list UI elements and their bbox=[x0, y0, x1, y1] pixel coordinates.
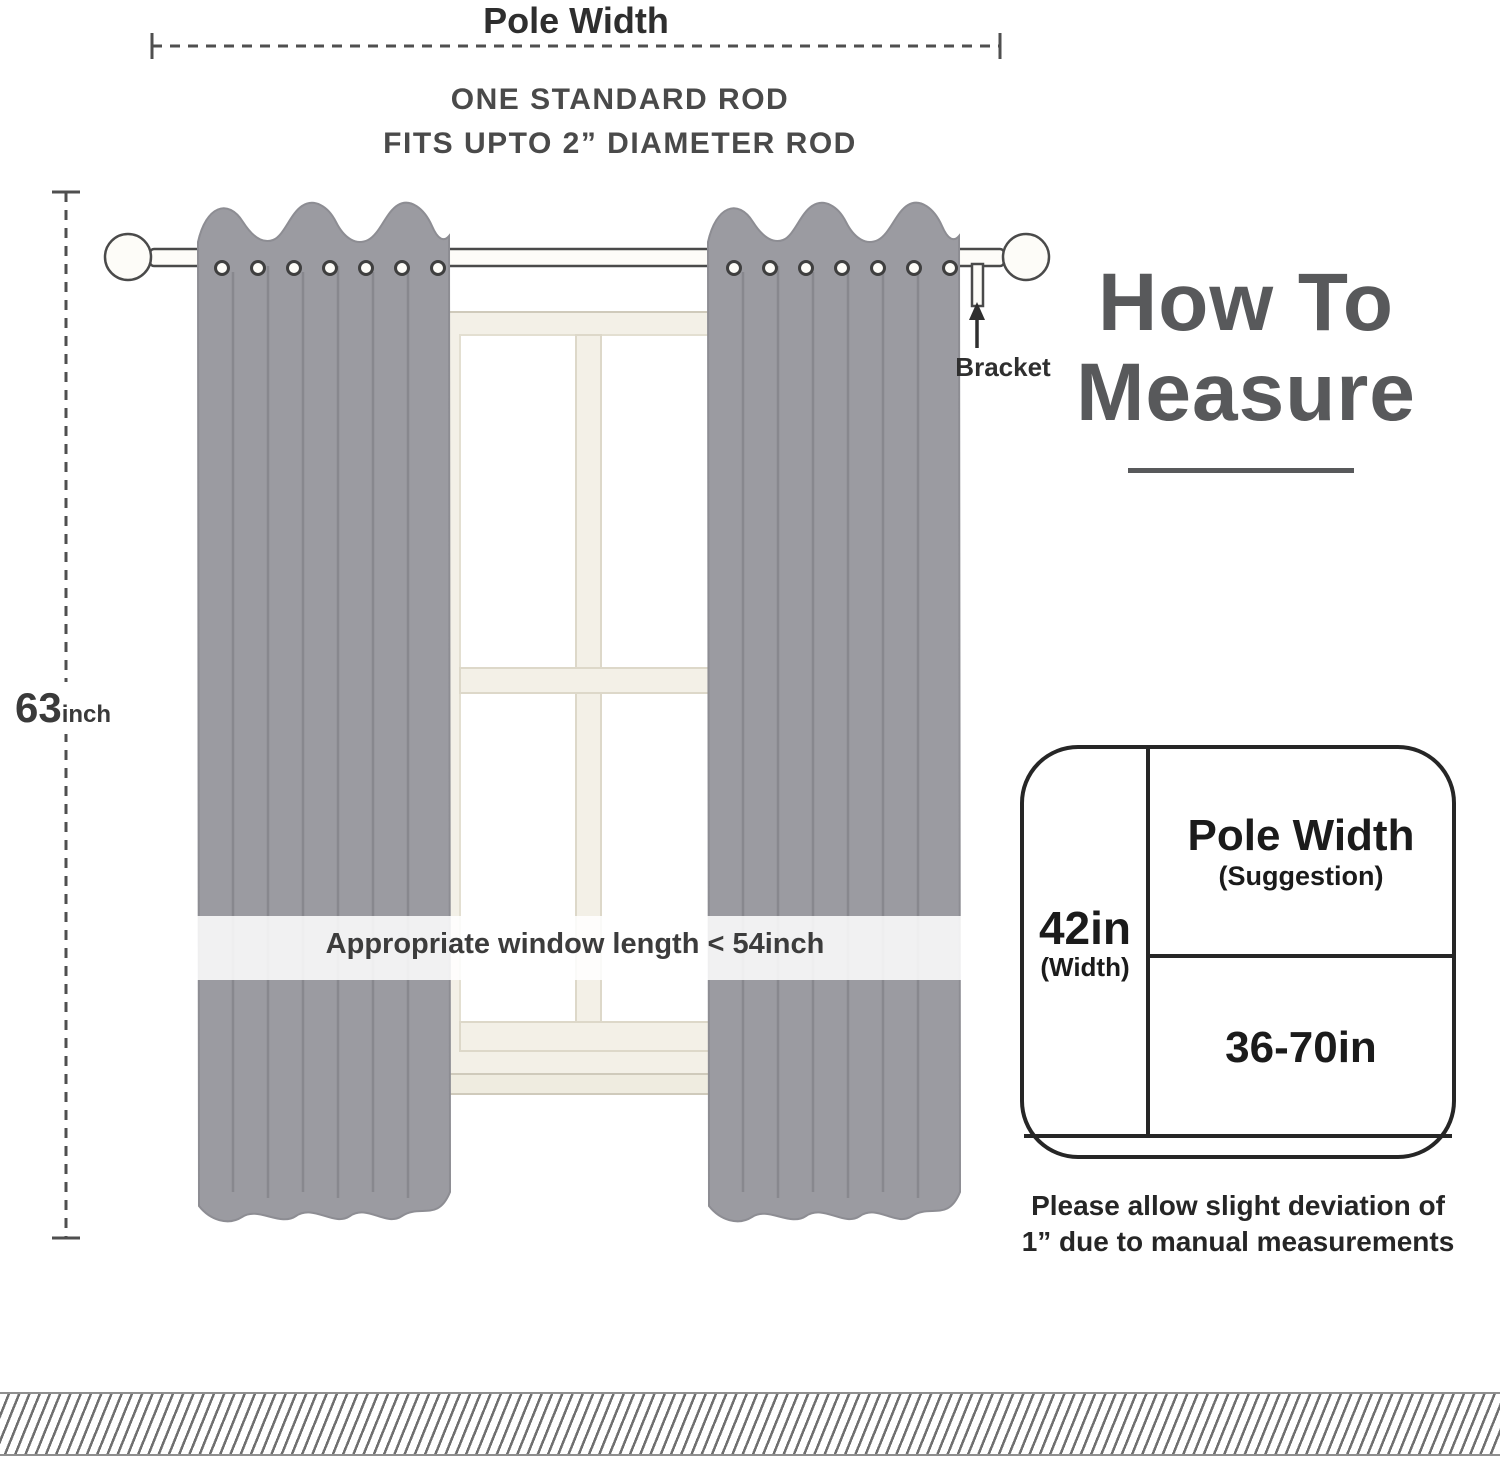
window-mullion-horizontal bbox=[459, 667, 718, 694]
spec-table-horizontal-divider bbox=[1146, 954, 1452, 958]
page-title-line2: Measure bbox=[1076, 347, 1416, 439]
disclaimer-line1: Please allow slight deviation of bbox=[1031, 1190, 1445, 1221]
spec-cell-length-range: 36-70in bbox=[1225, 1023, 1377, 1072]
measurement-disclaimer: Please allow slight deviation of 1” due … bbox=[1012, 1188, 1464, 1261]
pole-width-dimension-line bbox=[150, 33, 1002, 59]
curtain-panel-right bbox=[706, 201, 962, 1223]
curtain-fold-lines-left bbox=[231, 266, 410, 1198]
measurement-spec-table: 42in (Width) Pole Width (Suggestion) 36-… bbox=[1020, 745, 1456, 1159]
rod-spec-line1: ONE STANDARD ROD bbox=[450, 83, 790, 116]
rod-bracket bbox=[970, 262, 985, 308]
page-title-underline bbox=[1128, 468, 1354, 473]
page-title: How To Measure bbox=[1030, 257, 1462, 439]
curtain-fold-lines-right bbox=[741, 266, 920, 1198]
spec-cell-pole-width: Pole Width (Suggestion) bbox=[1150, 749, 1452, 954]
page-title-line1: How To bbox=[1098, 257, 1394, 348]
window-length-text: Appropriate window length < 54inch bbox=[325, 928, 825, 960]
window-bottom-rail bbox=[459, 1021, 718, 1052]
rod-spec-line2: FITS UPTO 2” DIAMETER ROD bbox=[383, 126, 857, 160]
rod-finial-right bbox=[1001, 232, 1051, 282]
bracket-arrow-icon bbox=[969, 302, 985, 348]
pole-width-label: Pole Width bbox=[483, 0, 669, 41]
spec-width-unit-label: (Width) bbox=[1040, 952, 1130, 983]
spec-table-vertical-divider bbox=[1146, 749, 1150, 1138]
spec-table-bottom-divider bbox=[1024, 1134, 1452, 1138]
window-sill bbox=[419, 1073, 758, 1095]
height-value: 63 bbox=[15, 684, 62, 731]
spec-pole-width-title: Pole Width bbox=[1187, 810, 1415, 860]
height-label: 63inch bbox=[10, 682, 117, 734]
curtain-hooks bbox=[214, 260, 958, 276]
curtain-panel-left bbox=[196, 201, 452, 1223]
spec-width-value: 42in bbox=[1038, 901, 1132, 954]
height-unit: inch bbox=[61, 701, 112, 728]
disclaimer-line2: 1” due to manual measurements bbox=[1021, 1226, 1455, 1258]
rod-spec-note: ONE STANDARD ROD FITS UPTO 2” DIAMETER R… bbox=[220, 78, 1020, 165]
window-length-band bbox=[183, 916, 965, 980]
bracket-label: Bracket bbox=[955, 352, 1051, 382]
rod-finial-left bbox=[103, 232, 153, 282]
spec-cell-width: 42in (Width) bbox=[1024, 749, 1146, 1138]
spec-pole-width-subtitle: (Suggestion) bbox=[1218, 861, 1384, 892]
floor-hatch-band bbox=[0, 1392, 1500, 1456]
